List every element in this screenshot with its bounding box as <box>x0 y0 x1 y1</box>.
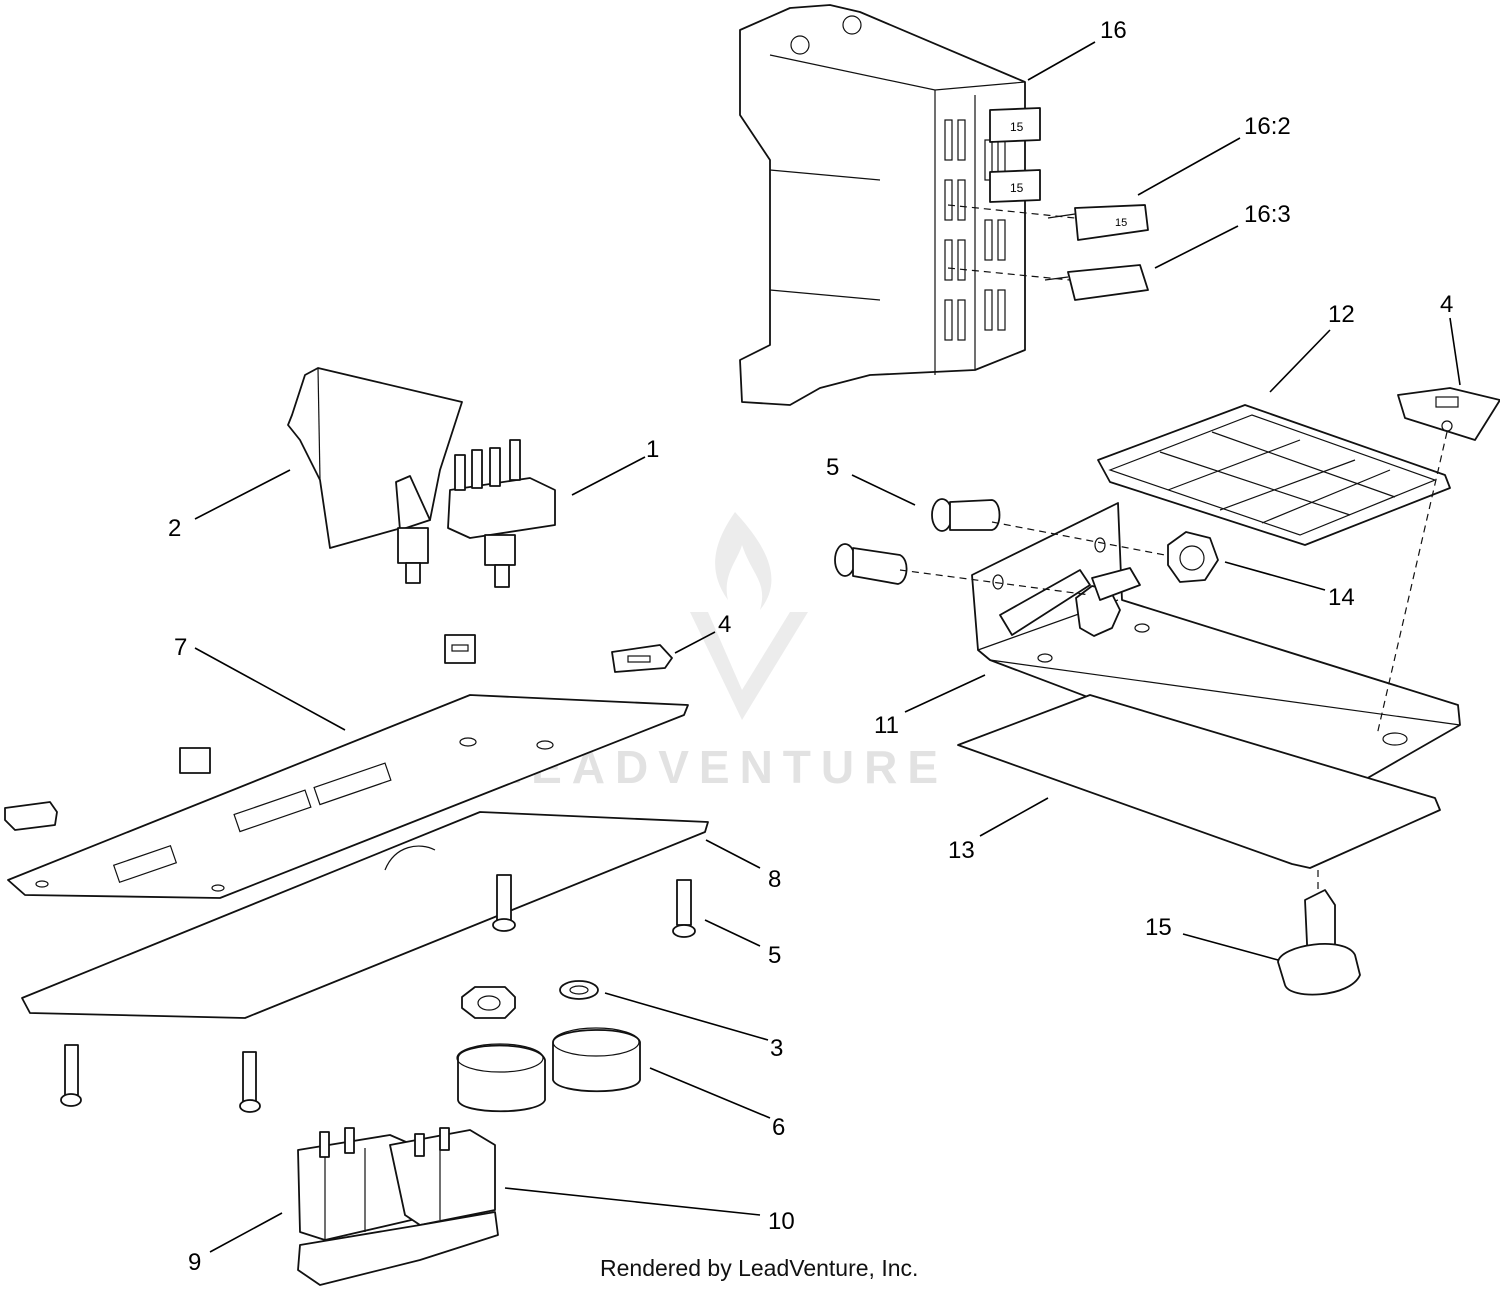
callout-2: 2 <box>168 515 181 542</box>
callout-5-right: 5 <box>826 454 839 481</box>
rocker-switch-pair <box>297 1127 499 1286</box>
callout-9: 9 <box>188 1249 201 1276</box>
fuse-rating: 15 <box>1115 217 1127 229</box>
callout-16-2: 16:2 <box>1244 113 1291 140</box>
callout-16-3: 16:3 <box>1244 201 1291 228</box>
callout-13: 13 <box>948 837 975 864</box>
callout-12: 12 <box>1328 301 1355 328</box>
callout-14: 14 <box>1328 584 1355 611</box>
knob <box>552 1027 641 1093</box>
knob <box>456 1043 546 1113</box>
callout-labels: 16 16:2 16:3 12 4 1 2 5 14 4 7 11 13 8 5… <box>168 17 1453 1276</box>
fuse: 15 <box>989 107 1041 143</box>
render-credit: Rendered by LeadVenture, Inc. <box>600 1255 919 1281</box>
callout-8: 8 <box>768 866 781 893</box>
callout-5-left: 5 <box>768 942 781 969</box>
fuse-block: 15 15 <box>739 4 1041 406</box>
hex-nut <box>461 986 516 1019</box>
callout-1: 1 <box>646 436 659 463</box>
leader-lines <box>194 41 1461 1253</box>
watermark-logo <box>690 512 808 720</box>
speed-nut-clip <box>611 644 673 673</box>
carriage-bolt <box>834 543 908 585</box>
speed-nut-clip <box>1397 387 1500 441</box>
callout-6: 6 <box>772 1114 785 1141</box>
top-panel-plate <box>7 694 689 899</box>
mounting-bracket <box>971 502 1461 796</box>
callout-15: 15 <box>1145 914 1172 941</box>
spare-fuse-2 <box>1044 264 1149 301</box>
carriage-bolt <box>492 874 516 932</box>
lock-nut <box>1167 531 1219 583</box>
carriage-bolt <box>931 498 1001 532</box>
speed-nut-clip <box>4 801 58 831</box>
callout-3: 3 <box>770 1035 783 1062</box>
control-decal <box>1097 404 1451 546</box>
gasket <box>957 694 1441 869</box>
lamp-knob <box>1277 889 1361 996</box>
fuse-rating: 15 <box>1010 120 1024 134</box>
speed-nut-clip <box>444 634 476 664</box>
washer <box>559 980 599 1000</box>
fuse-rating: 15 <box>1010 181 1024 195</box>
carriage-bolt <box>672 879 696 938</box>
fuse: 15 <box>989 169 1041 203</box>
callout-4-top: 4 <box>1440 291 1453 318</box>
switch-bracket <box>287 367 463 584</box>
callout-7: 7 <box>174 634 187 661</box>
panel-decal <box>21 811 709 1019</box>
callout-11: 11 <box>874 712 899 739</box>
carriage-bolt <box>239 1051 261 1113</box>
speed-nut-clip <box>179 747 211 774</box>
callout-16: 16 <box>1100 17 1127 44</box>
spare-fuse: 15 <box>1047 204 1149 241</box>
toggle-switch <box>447 439 556 588</box>
callout-4-left: 4 <box>718 611 731 638</box>
callout-10: 10 <box>768 1208 795 1235</box>
carriage-bolt <box>60 1044 82 1107</box>
